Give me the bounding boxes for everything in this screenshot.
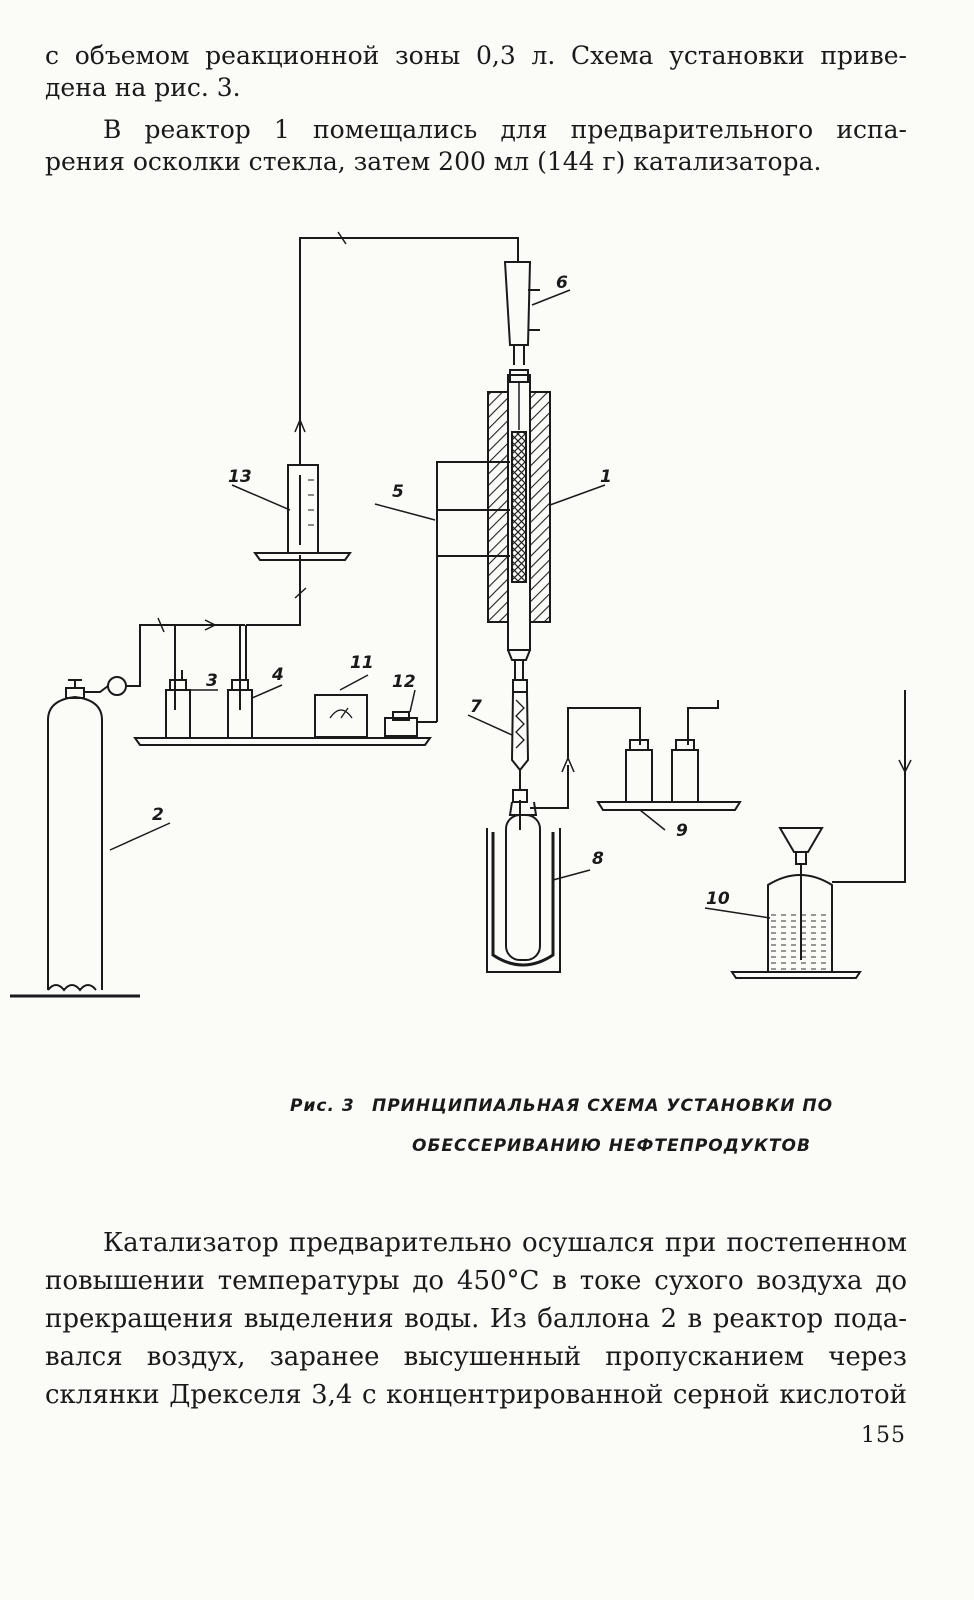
label-12: 12 [392, 672, 416, 692]
text-line: с объемом реакционной зоны 0,3 л. Схема … [45, 41, 907, 70]
label-10: 10 [706, 889, 730, 909]
figure-caption-line-1: ПРИНЦИПИАЛЬНАЯ СХЕМА УСТАНОВКИ ПО [372, 1096, 834, 1116]
label-3: 3 [206, 671, 218, 691]
label-4: 4 [271, 665, 284, 685]
thermocouple-switch [384, 689, 418, 737]
text-line: повышении температуры до 450°С в токе су… [45, 1266, 907, 1296]
label-8: 8 [592, 849, 604, 869]
figure-caption-line-2: ОБЕССЕРИВАНИЮ НЕФТЕПРОДУКТОВ [412, 1136, 811, 1156]
receiver-flask [486, 756, 591, 973]
label-7: 7 [470, 697, 482, 717]
text-line: склянки Дрекселя 3,4 с концентрированной… [45, 1380, 907, 1410]
text-line: вался воздух, заранее высушенный пропуск… [45, 1342, 907, 1372]
paragraph-catalyst: Катализатор предварительно осушался при … [45, 1224, 907, 1414]
text-line: В реактор 1 помещались для предварительн… [103, 115, 907, 144]
condenser [467, 679, 530, 790]
vessel [704, 690, 912, 979]
text-line: рения осколки стекла, затем 200 мл (144 … [45, 147, 822, 176]
absorber-bottles [567, 700, 742, 831]
text-line: Катализатор предварительно осушался при … [103, 1228, 907, 1258]
reactor [487, 369, 606, 680]
millivoltmeter [314, 674, 369, 738]
text-line: прекращения выделения воды. Из баллона 2… [45, 1304, 907, 1334]
paragraph-top: с объемом реакционной зоны 0,3 л. Схема … [45, 40, 907, 104]
installation-schematic: 1 2 3 4 5 6 7 8 9 10 11 12 13 [10, 231, 912, 998]
flowmeter [231, 464, 352, 561]
drexel-bottle-3 [165, 625, 191, 739]
gas-cylinder [10, 624, 171, 998]
text-line: дена на рис. 3. [45, 73, 241, 102]
label-13: 13 [228, 467, 252, 487]
label-6: 6 [556, 273, 568, 293]
label-1: 1 [600, 467, 612, 487]
dropping-funnel [503, 255, 571, 365]
label-2: 2 [152, 805, 164, 825]
label-5: 5 [392, 482, 404, 502]
drexel-bottle-4 [227, 625, 253, 739]
figure-caption-label: Рис. 3 [290, 1096, 355, 1116]
label-11: 11 [350, 653, 374, 673]
paragraph-reactor: В реактор 1 помещались для предварительн… [45, 114, 907, 178]
label-9: 9 [676, 821, 688, 841]
page-number: 155 [861, 1423, 906, 1448]
